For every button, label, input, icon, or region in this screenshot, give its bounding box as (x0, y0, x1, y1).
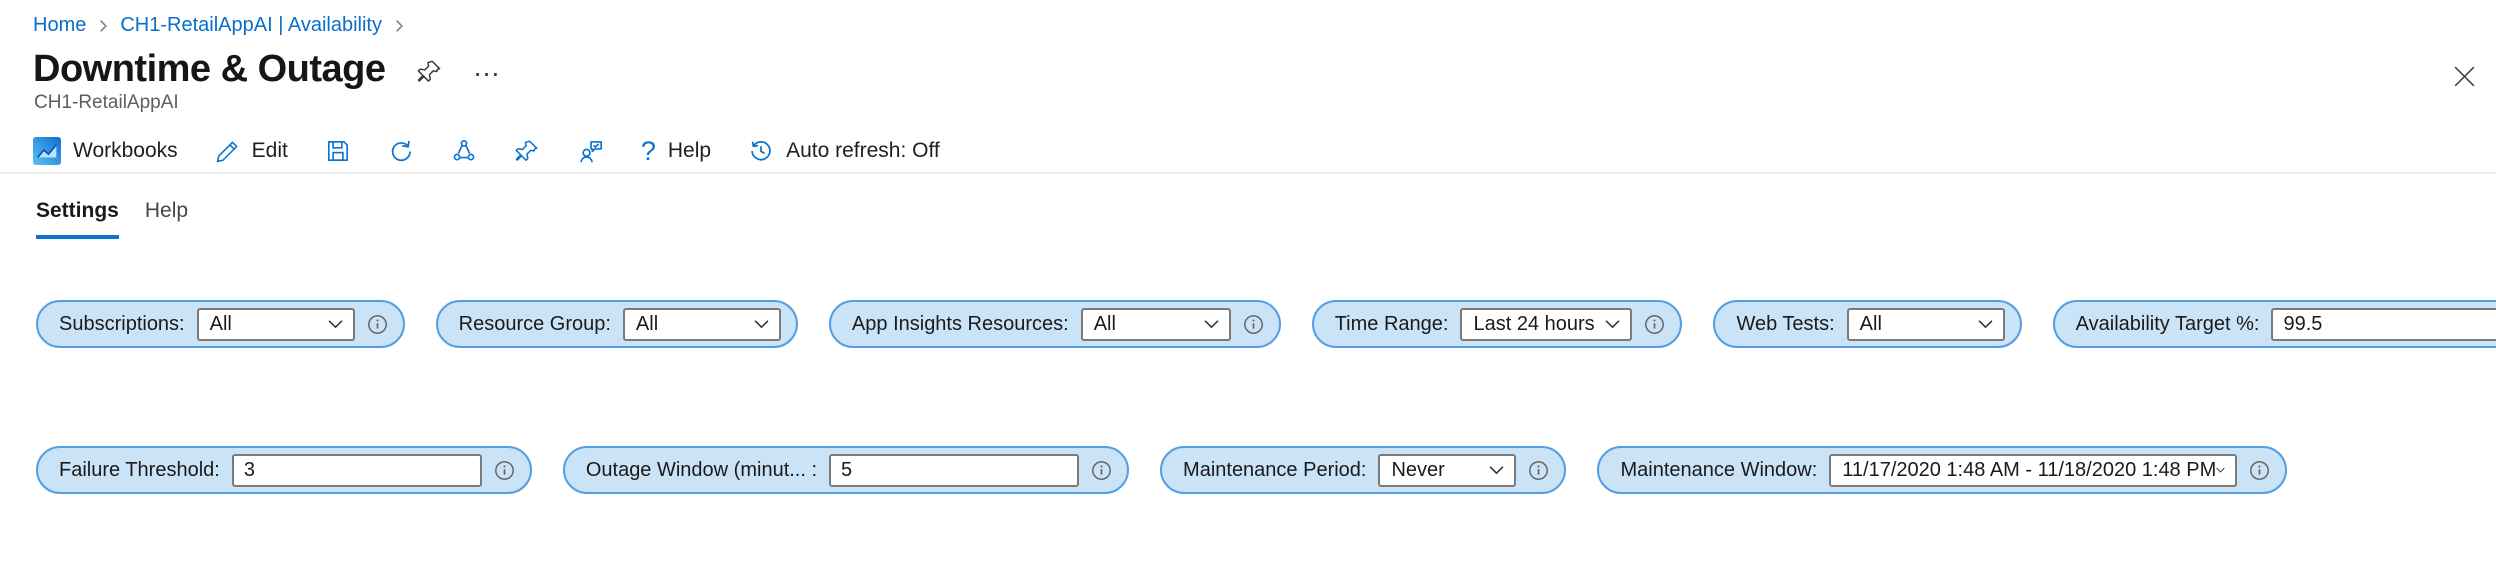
info-icon[interactable] (2249, 460, 2270, 481)
dropdown-value: Last 24 hours (1473, 312, 1595, 335)
param-label: App Insights Resources: (851, 312, 1069, 335)
param-outage-window: Outage Window (minut... : (562, 446, 1130, 494)
param-time-range: Time Range: Last 24 hours (1311, 300, 1683, 348)
chevron-down-icon (1978, 320, 1993, 329)
save-icon (327, 140, 348, 162)
breadcrumb: Home CH1-RetailAppAI | Availability (33, 14, 406, 37)
chevron-down-icon (328, 320, 343, 329)
availability-target-input[interactable] (2271, 307, 2496, 341)
param-app-insights-resources: App Insights Resources: All (828, 300, 1281, 348)
help-label: Help (667, 139, 712, 162)
param-subscriptions: Subscriptions: All (36, 300, 405, 348)
refresh-icon (391, 140, 411, 162)
param-label: Outage Window (minut... : (585, 458, 818, 481)
param-failure-threshold: Failure Threshold: (36, 446, 532, 494)
share-icon (453, 140, 475, 161)
subscriptions-dropdown[interactable]: All (196, 307, 355, 341)
app-insights-resources-dropdown[interactable]: All (1080, 307, 1231, 341)
refresh-button[interactable] (388, 138, 414, 164)
workbooks-button[interactable]: Workbooks (33, 137, 178, 165)
help-question-icon: ? (640, 135, 656, 166)
breadcrumb-resource-link[interactable]: CH1-RetailAppAI | Availability (120, 14, 382, 36)
tab-bar: Settings Help (36, 199, 188, 239)
param-label: Web Tests: (1736, 312, 1835, 335)
toolbar: Workbooks Edit ? Help Auto refresh: Off (33, 132, 977, 170)
resource-subtitle: CH1-RetailAppAI (34, 92, 179, 113)
auto-refresh-history-icon (751, 141, 771, 161)
time-range-dropdown[interactable]: Last 24 hours (1460, 307, 1633, 341)
more-options-button[interactable]: … (472, 50, 502, 82)
pin-workbook-button[interactable] (514, 138, 540, 164)
auto-refresh-label: Auto refresh: Off (786, 139, 940, 162)
feedback-person-icon (579, 140, 602, 162)
failure-threshold-input[interactable] (231, 453, 482, 487)
info-icon[interactable] (1243, 314, 1264, 335)
pin-icon (417, 60, 440, 82)
help-button[interactable]: ? Help (640, 135, 712, 166)
chevron-down-icon (1490, 466, 1504, 475)
param-label: Maintenance Period: (1183, 458, 1367, 481)
dropdown-value: All (635, 312, 659, 335)
param-maintenance-period: Maintenance Period: Never (1160, 446, 1567, 494)
info-icon[interactable] (1091, 460, 1112, 481)
param-availability-target: Availability Target %: (2052, 300, 2496, 348)
dropdown-value: 11/17/2020 1:48 AM - 11/18/2020 1:48 PM (1842, 458, 2217, 481)
parameter-row-2: Failure Threshold: Outage Window (minut.… (36, 446, 2288, 494)
chevron-down-icon (2216, 467, 2225, 473)
resource-group-dropdown[interactable]: All (622, 307, 781, 341)
edit-button[interactable]: Edit (215, 139, 288, 164)
close-button[interactable] (2450, 62, 2478, 90)
workbooks-logo-icon (33, 137, 61, 165)
param-label: Availability Target %: (2075, 312, 2260, 335)
param-maintenance-window: Maintenance Window: 11/17/2020 1:48 AM -… (1597, 446, 2288, 494)
maintenance-window-dropdown[interactable]: 11/17/2020 1:48 AM - 11/18/2020 1:48 PM (1829, 453, 2238, 487)
dropdown-value: All (1093, 312, 1116, 335)
breadcrumb-home-link[interactable]: Home (33, 14, 87, 36)
share-button[interactable] (451, 138, 477, 164)
param-label: Failure Threshold: (59, 458, 220, 481)
chevron-down-icon (754, 320, 769, 329)
param-web-tests: Web Tests: All (1713, 300, 2022, 348)
title-row: Downtime & Outage … (33, 48, 502, 91)
edit-label: Edit (251, 139, 288, 162)
toolbar-divider (0, 172, 2496, 174)
feedback-button[interactable] (577, 138, 604, 165)
page-title: Downtime & Outage (33, 48, 386, 90)
workbooks-label: Workbooks (73, 139, 178, 162)
tab-help[interactable]: Help (144, 199, 189, 222)
chevron-down-icon (1204, 320, 1219, 329)
pin-button[interactable] (416, 58, 443, 85)
chevron-right-icon (392, 19, 406, 33)
auto-refresh-button[interactable]: Auto refresh: Off (748, 138, 940, 164)
edit-pencil-icon (216, 141, 238, 162)
info-icon[interactable] (367, 314, 388, 335)
param-label: Resource Group: (458, 312, 611, 335)
maintenance-period-dropdown[interactable]: Never (1378, 453, 1517, 487)
chevron-right-icon (96, 19, 110, 33)
param-label: Time Range: (1334, 312, 1449, 335)
info-icon[interactable] (494, 460, 515, 481)
close-icon (2454, 66, 2474, 86)
info-icon[interactable] (1644, 314, 1665, 335)
chevron-down-icon (1605, 320, 1620, 329)
tab-settings[interactable]: Settings (36, 199, 119, 239)
outage-window-input[interactable] (829, 453, 1080, 487)
dropdown-value: All (1859, 312, 1882, 335)
parameter-row-1: Subscriptions: All Resource Group: All A… (36, 300, 2496, 348)
web-tests-dropdown[interactable]: All (1846, 307, 2005, 341)
dropdown-value: All (209, 312, 232, 335)
dropdown-value: Never (1391, 458, 1445, 481)
info-icon[interactable] (1528, 460, 1549, 481)
pin-icon (515, 140, 538, 161)
param-label: Subscriptions: (59, 312, 185, 335)
param-label: Maintenance Window: (1620, 458, 1818, 481)
param-resource-group: Resource Group: All (435, 300, 798, 348)
save-button[interactable] (325, 138, 351, 164)
